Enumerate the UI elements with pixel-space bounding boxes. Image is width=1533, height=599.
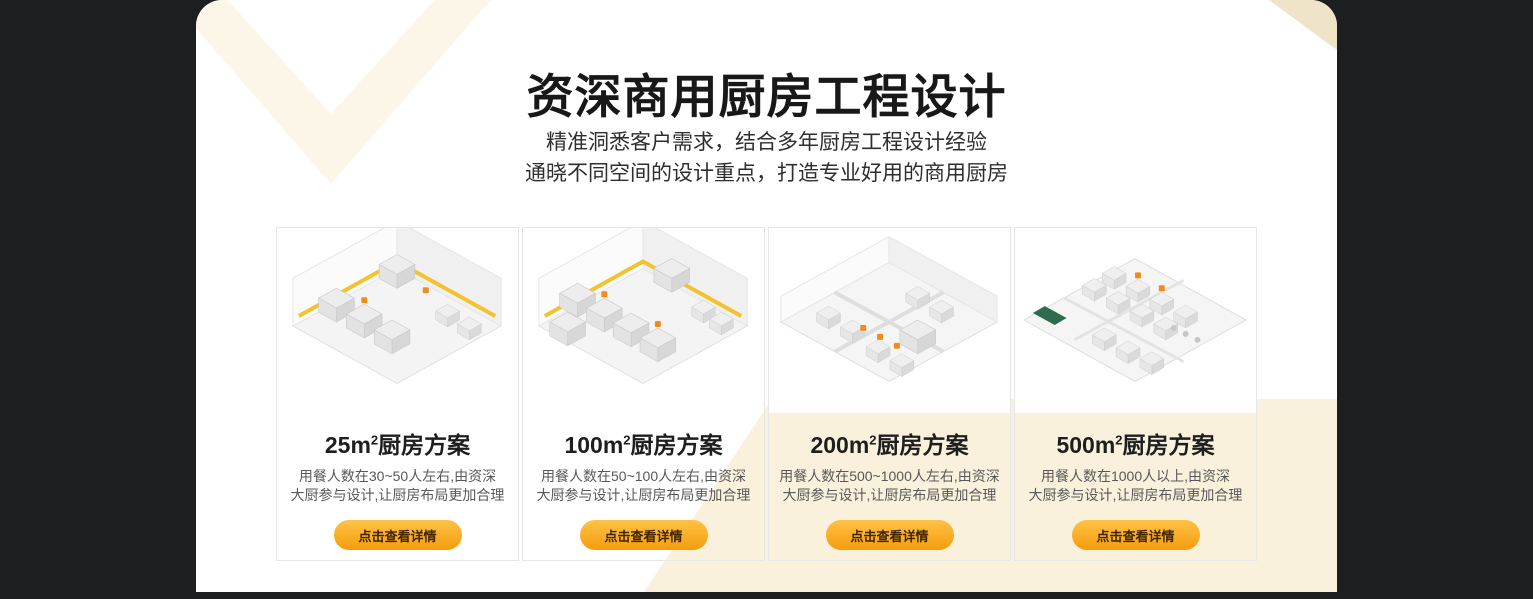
plan-card-title: 25m2厨房方案 [324, 432, 471, 458]
plan-card-500m2[interactable]: 500m2厨房方案 用餐人数在1000人以上,由资深大厨参与设计,让厨房布局更加… [1014, 227, 1257, 561]
plan-card-body: 100m2厨房方案 用餐人数在50~100人左右,由资深大厨参与设计,让厨房布局… [523, 426, 764, 550]
plan-card-title: 500m2厨房方案 [1056, 432, 1215, 458]
plan-card-body: 500m2厨房方案 用餐人数在1000人以上,由资深大厨参与设计,让厨房布局更加… [1015, 426, 1256, 550]
section-title: 资深商用厨房工程设计 [526, 70, 1007, 123]
plan-card-body: 200m2厨房方案 用餐人数在500~1000人左右,由资深大厨参与设计,让厨房… [769, 426, 1010, 550]
plan-card-title: 100m2厨房方案 [564, 432, 723, 458]
view-details-button-25m2[interactable]: 点击查看详情 [333, 520, 462, 550]
kitchen-render-500m2-image [1015, 228, 1256, 413]
plan-cards-row: 25m2厨房方案 用餐人数在30~50人左右,由资深大厨参与设计,让厨房布局更加… [276, 227, 1257, 561]
kitchen-render-25m2-image [277, 228, 518, 413]
subtitle-line-2: 通晓不同空间的设计重点，打造专业好用的商用厨房 [525, 162, 1008, 185]
plan-card-description: 用餐人数在30~50人左右,由资深大厨参与设计,让厨房布局更加合理 [290, 468, 505, 503]
plan-card-25m2[interactable]: 25m2厨房方案 用餐人数在30~50人左右,由资深大厨参与设计,让厨房布局更加… [276, 227, 519, 561]
view-details-button-100m2[interactable]: 点击查看详情 [579, 520, 708, 550]
plan-card-description: 用餐人数在1000人以上,由资深大厨参与设计,让厨房布局更加合理 [1028, 468, 1243, 503]
content-panel: 资深商用厨房工程设计 精准洞悉客户需求，结合多年厨房工程设计经验 通晓不同空间的… [196, 0, 1337, 592]
plan-card-100m2[interactable]: 100m2厨房方案 用餐人数在50~100人左右,由资深大厨参与设计,让厨房布局… [522, 227, 765, 561]
kitchen-render-200m2-image [769, 228, 1010, 413]
plan-card-body: 25m2厨房方案 用餐人数在30~50人左右,由资深大厨参与设计,让厨房布局更加… [277, 426, 518, 550]
plan-card-title: 200m2厨房方案 [810, 432, 969, 458]
view-details-button-200m2[interactable]: 点击查看详情 [825, 520, 954, 550]
kitchen-render-100m2-image [523, 228, 764, 413]
subtitle-line-1: 精准洞悉客户需求，结合多年厨房工程设计经验 [546, 131, 987, 154]
plan-card-200m2[interactable]: 200m2厨房方案 用餐人数在500~1000人左右,由资深大厨参与设计,让厨房… [768, 227, 1011, 561]
decor-triangle-top-right-icon [1269, 0, 1337, 50]
section-subtitle: 精准洞悉客户需求，结合多年厨房工程设计经验 通晓不同空间的设计重点，打造专业好用… [196, 127, 1337, 189]
plan-card-description: 用餐人数在50~100人左右,由资深大厨参与设计,让厨房布局更加合理 [536, 468, 751, 503]
plan-card-description: 用餐人数在500~1000人左右,由资深大厨参与设计,让厨房布局更加合理 [779, 468, 1000, 503]
view-details-button-500m2[interactable]: 点击查看详情 [1071, 520, 1200, 550]
